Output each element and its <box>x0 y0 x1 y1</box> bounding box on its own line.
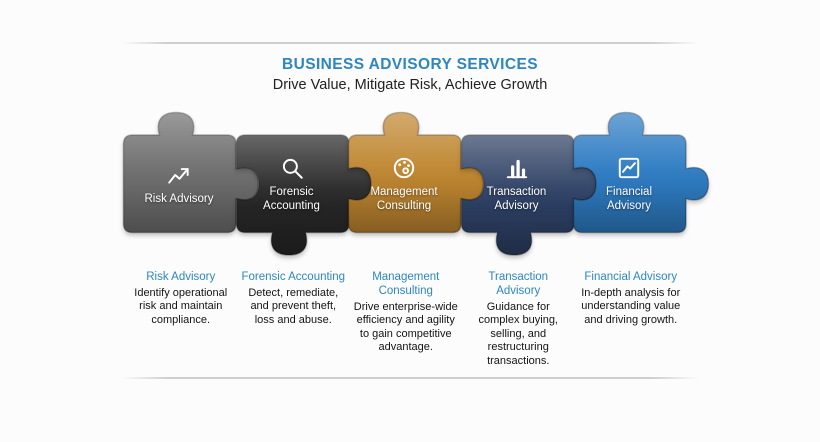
caption-heading: Financial Advisory <box>584 271 678 283</box>
caption-heading: Management Consulting <box>372 271 440 297</box>
piece-content: Management Consulting <box>355 135 453 233</box>
piece-label: Risk Advisory <box>144 192 214 205</box>
caption-text: Detect, remediate, and prevent theft, lo… <box>248 286 339 327</box>
bottom-divider <box>121 376 699 379</box>
top-divider <box>121 42 699 44</box>
captions-row: Risk Advisory Identify operational risk … <box>125 271 688 369</box>
puzzle-piece-financial-advisory: Financial Advisory <box>566 105 716 261</box>
piece-label: Transaction Advisory <box>486 185 547 212</box>
page-title: BUSINESS ADVISORY SERVICES <box>282 56 538 73</box>
piece-content: Risk Advisory <box>130 135 228 233</box>
caption-financial-advisory: Financial Advisory In-depth analysis for… <box>575 271 688 369</box>
palette-icon <box>393 157 415 178</box>
caption-transaction-advisory: Transaction Advisory Guidance for comple… <box>462 271 575 369</box>
piece-label: Forensic Accounting <box>263 185 320 212</box>
piece-content: Financial Advisory <box>580 135 678 233</box>
business-advisory-diagram: BUSINESS ADVISORY SERVICES Drive Value, … <box>0 42 820 379</box>
caption-forensic-accounting: Forensic Accounting Detect, remediate, a… <box>237 271 350 369</box>
piece-content: Transaction Advisory <box>468 135 566 233</box>
piece-label: Management Consulting <box>370 185 438 212</box>
caption-heading: Risk Advisory <box>146 271 216 283</box>
piece-content: Forensic Accounting <box>243 135 341 233</box>
caption-text: In-depth analysis for understanding valu… <box>581 286 681 327</box>
magnifier-icon <box>282 158 303 179</box>
caption-heading: Forensic Accounting <box>241 271 346 283</box>
area-chart-icon <box>618 157 640 178</box>
bar-chart-icon <box>506 159 527 178</box>
trend-chart-icon <box>168 167 189 184</box>
caption-text: Drive enterprise-wide efficiency and agi… <box>353 300 458 354</box>
caption-heading: Transaction Advisory <box>488 271 549 297</box>
caption-text: Identify operational risk and maintain c… <box>134 286 228 327</box>
caption-risk-advisory: Risk Advisory Identify operational risk … <box>125 271 238 369</box>
page-subtitle: Drive Value, Mitigate Risk, Achieve Grow… <box>272 77 548 93</box>
caption-management-consulting: Management Consulting Drive enterprise-w… <box>350 271 463 369</box>
puzzle-row: Risk Advisory Forensic Accounting <box>116 105 710 261</box>
caption-text: Guidance for complex buying, selling, an… <box>478 300 559 368</box>
piece-label: Financial Advisory <box>605 185 653 212</box>
